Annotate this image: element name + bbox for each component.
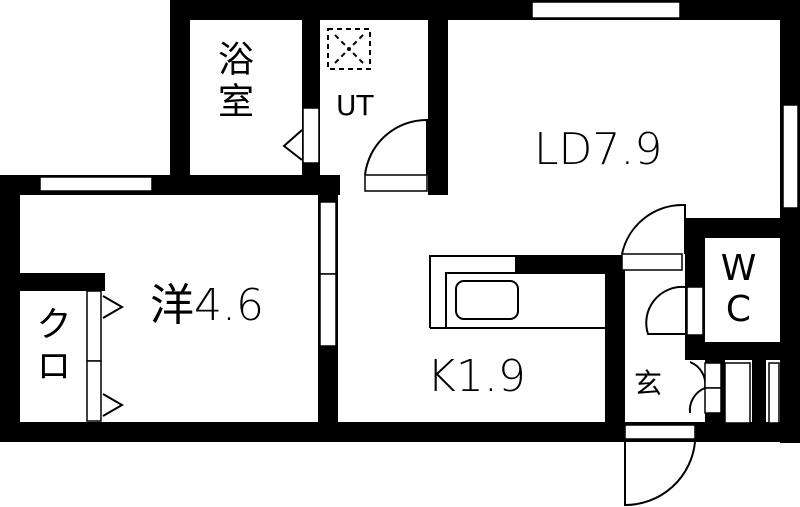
walls bbox=[0, 0, 800, 443]
room-label-living-dining: LD7.9 bbox=[534, 124, 663, 175]
room-label-utility: UT bbox=[336, 89, 374, 122]
room-label-closet: クロ bbox=[30, 305, 71, 389]
room-label-kitchen: K1.9 bbox=[427, 351, 526, 402]
room-label-bath: 浴室 bbox=[212, 40, 253, 124]
ventilation-fan-icon bbox=[327, 28, 371, 70]
windows bbox=[39, 1, 799, 424]
room-label-toilet: WC bbox=[718, 248, 759, 330]
doors bbox=[86, 118, 722, 507]
room-label-western-room: 洋4.6 bbox=[150, 280, 264, 331]
kitchen-counter bbox=[429, 255, 605, 329]
room-label-entrance: 玄 bbox=[634, 367, 663, 400]
